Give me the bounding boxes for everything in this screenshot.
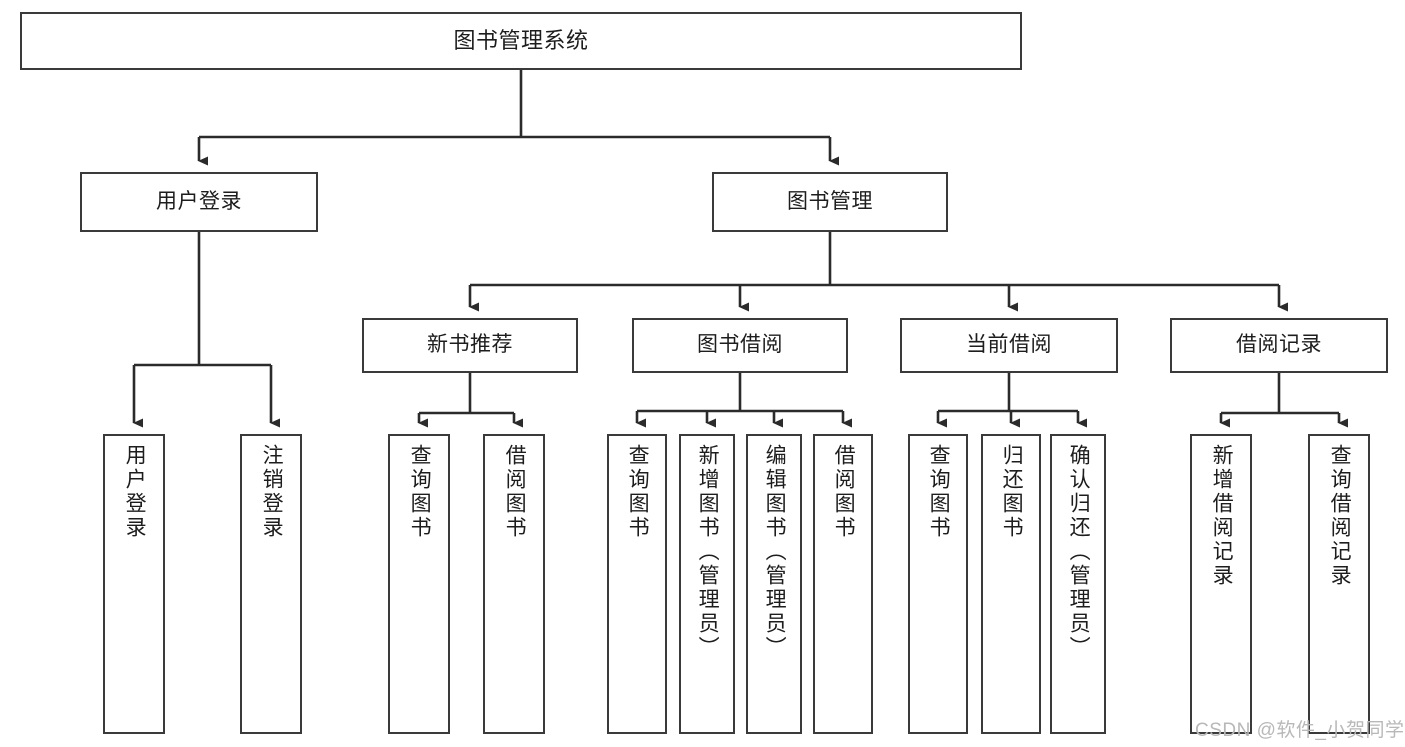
node-label: 新增图书（管理员） (696, 444, 720, 660)
node-label: 新书推荐 (427, 333, 513, 357)
node-new-book-rec[interactable]: 新书推荐 (362, 318, 578, 373)
node-label: 借阅图书 (503, 444, 527, 540)
node-label: 查询图书 (626, 444, 650, 540)
node-label: 用户登录 (156, 189, 242, 213)
node-label: 查询图书 (927, 444, 951, 540)
node-leaf-edit-book[interactable]: 编辑图书（管理员） (746, 434, 802, 734)
node-leaf-return-book[interactable]: 归还图书 (981, 434, 1041, 734)
node-label: 用户登录 (123, 444, 147, 540)
node-leaf-query-book-3[interactable]: 查询图书 (908, 434, 968, 734)
node-leaf-borrow-book-1[interactable]: 借阅图书 (483, 434, 545, 734)
node-label: 确认归还（管理员） (1067, 444, 1091, 660)
node-label: 查询借阅记录 (1328, 444, 1352, 588)
node-book-manage[interactable]: 图书管理 (712, 172, 948, 232)
node-leaf-query-book-1[interactable]: 查询图书 (388, 434, 450, 734)
node-label: 新增借阅记录 (1210, 444, 1234, 588)
node-current-borrow[interactable]: 当前借阅 (900, 318, 1118, 373)
node-leaf-query-record[interactable]: 查询借阅记录 (1308, 434, 1370, 734)
csdn-watermark: CSDN @软件_小贺同学 (1195, 720, 1405, 741)
node-label: 编辑图书（管理员） (763, 444, 787, 660)
node-leaf-confirm-return[interactable]: 确认归还（管理员） (1050, 434, 1106, 734)
node-leaf-add-record[interactable]: 新增借阅记录 (1190, 434, 1252, 734)
node-leaf-logout[interactable]: 注销登录 (240, 434, 302, 734)
node-user-login[interactable]: 用户登录 (80, 172, 318, 232)
node-leaf-user-login[interactable]: 用户登录 (103, 434, 165, 734)
node-root[interactable]: 图书管理系统 (20, 12, 1022, 70)
node-leaf-add-book[interactable]: 新增图书（管理员） (679, 434, 735, 734)
node-label: 当前借阅 (966, 333, 1052, 357)
node-label: 查询图书 (408, 444, 432, 540)
node-label: 借阅记录 (1236, 333, 1322, 357)
node-leaf-query-book-2[interactable]: 查询图书 (607, 434, 667, 734)
node-label: 图书管理 (787, 189, 873, 213)
node-leaf-borrow-book-2[interactable]: 借阅图书 (813, 434, 873, 734)
node-label: 图书管理系统 (453, 28, 589, 54)
node-borrow-record[interactable]: 借阅记录 (1170, 318, 1388, 373)
node-label: 注销登录 (260, 444, 284, 540)
node-label: 归还图书 (1000, 444, 1024, 540)
node-book-borrow[interactable]: 图书借阅 (632, 318, 848, 373)
node-label: 图书借阅 (697, 333, 783, 357)
node-label: 借阅图书 (832, 444, 856, 540)
